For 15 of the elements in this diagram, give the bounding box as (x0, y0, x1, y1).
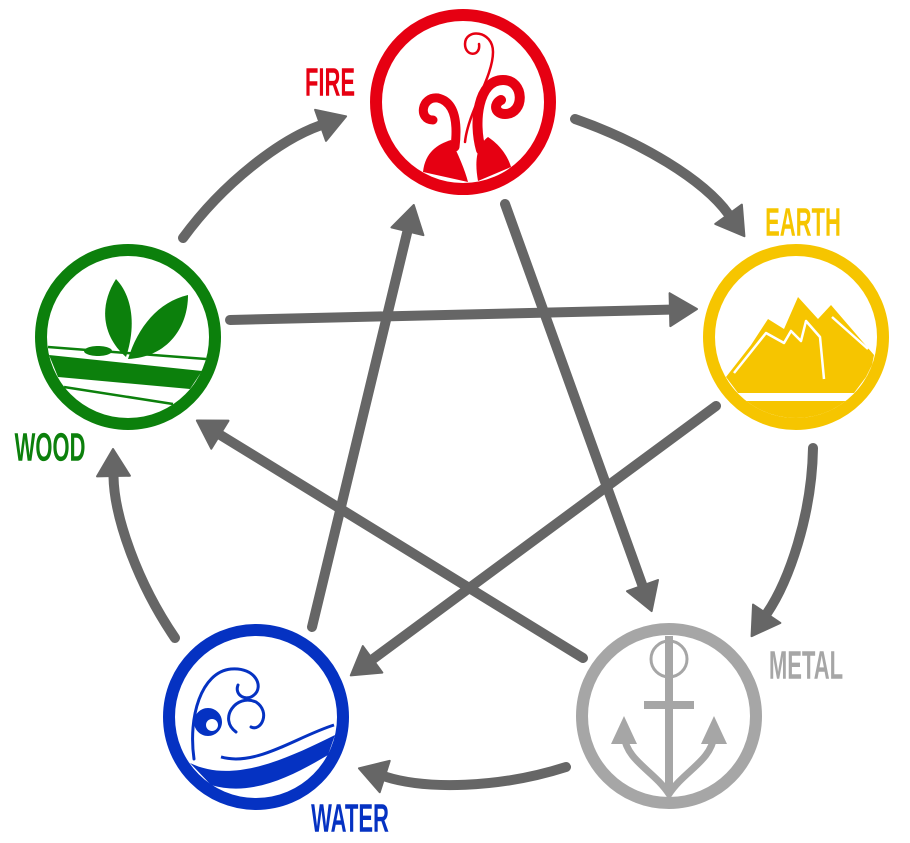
curved-arrow (96, 448, 180, 643)
curved-arrow (178, 108, 348, 243)
arrow (225, 292, 698, 328)
arrow (350, 401, 721, 676)
arrow (500, 199, 659, 612)
element-label: WOOD (14, 432, 85, 462)
element-label: FIRE (306, 68, 354, 96)
element-label: EARTH (766, 208, 840, 236)
arrow (307, 204, 424, 632)
arrow (196, 420, 588, 663)
element-label: WATER (311, 804, 388, 832)
element-label: METAL (770, 651, 842, 679)
curved-arrow (570, 114, 746, 238)
curved-arrow (358, 760, 571, 794)
curved-arrow (750, 443, 818, 638)
